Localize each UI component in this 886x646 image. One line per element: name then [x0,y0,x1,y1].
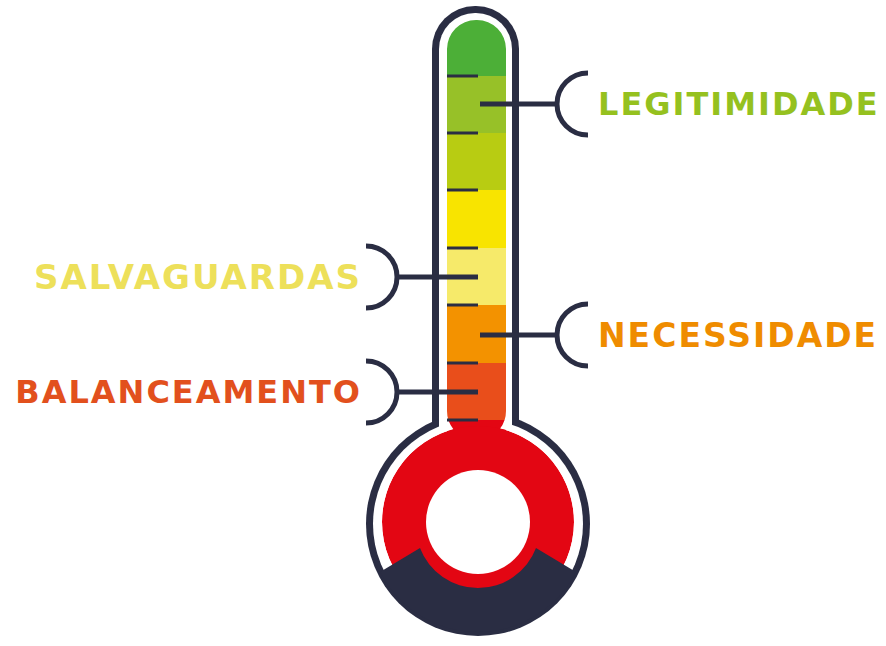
leader-brackets [366,73,588,423]
callout-label: NECESSIDADE [598,319,878,352]
tick-marks [447,76,478,420]
bulb-hole [426,470,530,574]
thermometer-scale [382,18,574,618]
callout-label: SALVAGUARDAS [34,260,362,294]
thermometer-outline [366,6,590,636]
callout-label: BALANCEAMENTO [15,376,362,408]
callout-label: LEGITIMIDADE [598,88,880,120]
